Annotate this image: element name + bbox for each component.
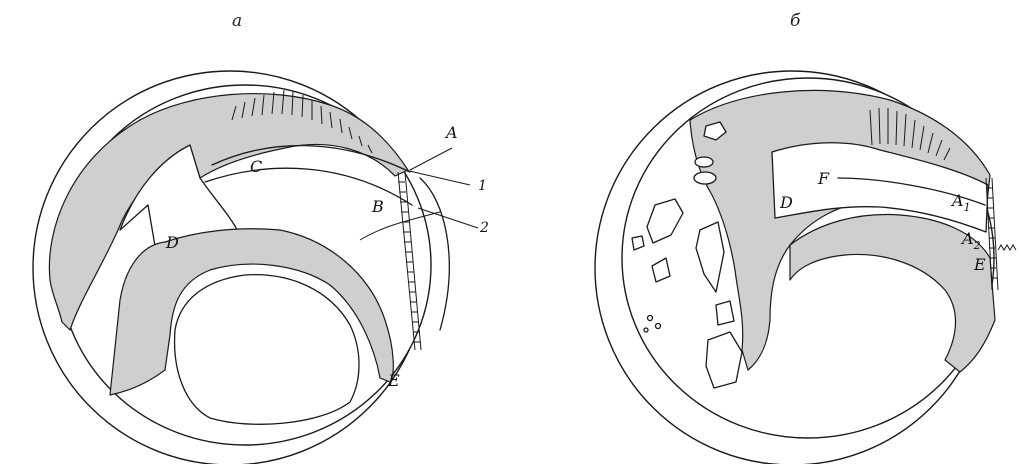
panel-b-island-3 (694, 172, 716, 184)
panel-b-label-A2-sub: 2 (973, 239, 981, 252)
panel-a: а A C B D E 1 2 (33, 11, 489, 464)
panel-a-callout-1: 1 (478, 178, 487, 194)
panel-b-island-8 (716, 301, 734, 325)
panel-b-islet-1 (648, 316, 653, 321)
panel-a-leader-1 (405, 170, 470, 185)
panel-b-label-A1-sub: 1 (964, 201, 971, 214)
panel-b-label: б (790, 11, 801, 31)
panel-b-label-A2-main: A (960, 229, 974, 248)
panel-b-island-2 (695, 157, 713, 167)
panel-b-label-D: D (779, 193, 793, 212)
panel-a-label-A: A (444, 123, 458, 142)
panel-a-leader-A (410, 148, 452, 170)
panel-a-label-B: B (371, 197, 384, 216)
panel-b-label-F: F (817, 169, 830, 188)
panel-a-label-D: D (165, 233, 179, 252)
panel-a-callout-2: 2 (479, 220, 489, 236)
panel-b-label-E: E (973, 255, 986, 274)
panel-a-label-C: C (250, 157, 262, 176)
panel-a-label: а (232, 11, 242, 31)
panel-a-label-E: E (387, 371, 400, 390)
panel-b-label-A1-main: A (950, 191, 964, 210)
panel-b-wave-mark (998, 245, 1016, 250)
panel-b: б D F A1 A2 E (595, 11, 1016, 464)
panel-b-islet-2 (656, 324, 661, 329)
panel-b-islet-3 (644, 328, 648, 332)
